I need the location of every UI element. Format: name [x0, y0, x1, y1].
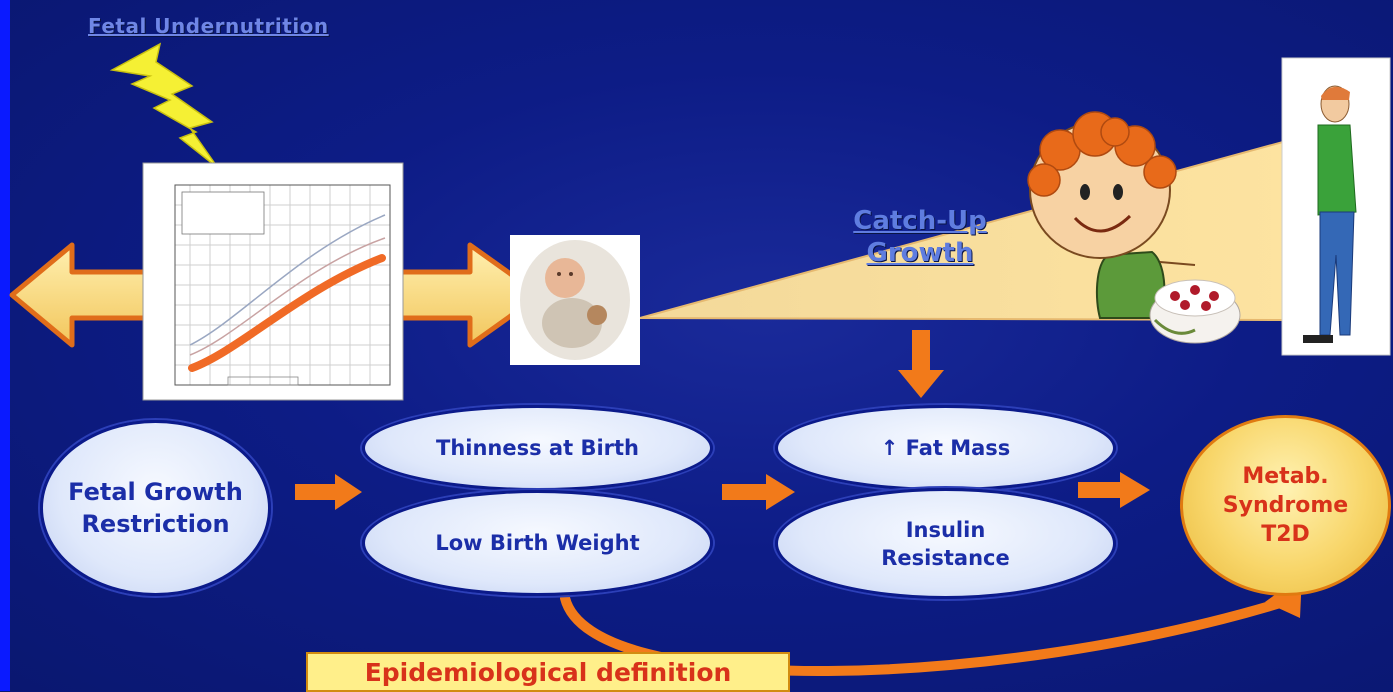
boy-cartoon [1027, 111, 1196, 319]
curved-arrow [560, 593, 1295, 677]
baby-photo [510, 235, 640, 365]
down-arrow [898, 330, 944, 398]
epidemiological-definition-label: Epidemiological definition [306, 652, 790, 692]
fetal-growth-restriction-node: Fetal Growth Restriction [40, 420, 271, 596]
catch-up-growth-label: Catch-Up Growth [853, 206, 987, 268]
insulin-resistance-node: Insulin Resistance [775, 488, 1116, 599]
right-arrow-3 [1078, 472, 1150, 508]
right-arrow-2 [722, 474, 795, 510]
cake-image [1149, 279, 1241, 344]
fat-mass-node: ↑ Fat Mass [775, 405, 1116, 491]
growth-chart-image [142, 162, 404, 401]
man-figure [1281, 57, 1391, 356]
metabolic-syndrome-node: Metab. Syndrome T2D [1180, 415, 1391, 596]
low-birth-weight-node: Low Birth Weight [362, 490, 713, 596]
lightning-bolt-icon [109, 42, 219, 169]
fetal-undernutrition-title: Fetal Undernutrition [88, 14, 329, 38]
right-arrow-1 [295, 474, 362, 510]
left-edge-strip [0, 0, 10, 691]
thinness-at-birth-node: Thinness at Birth [362, 405, 713, 491]
